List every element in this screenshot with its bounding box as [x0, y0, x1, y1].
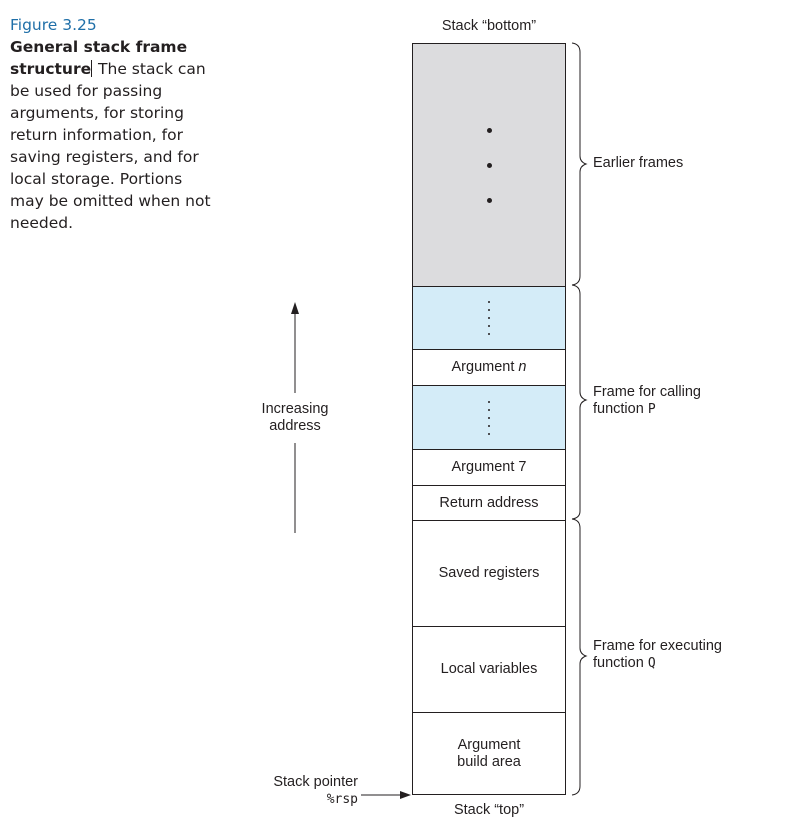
text-cursor [91, 60, 93, 77]
figure-number: Figure 3.25 [10, 16, 97, 34]
stack-pointer-text: Stack pointer [273, 774, 358, 790]
executing-frame-brace [571, 518, 588, 796]
local-variables-cell: Local variables [413, 626, 565, 712]
arrow-right-icon [400, 791, 411, 799]
stack-bottom-label: Stack “bottom” [441, 18, 537, 34]
executing-frame-text: Frame for executing function [593, 638, 722, 671]
return-address-cell: Return address [413, 485, 565, 520]
calling-function-name: P [647, 402, 656, 417]
calling-frame-brace [571, 284, 588, 520]
calling-frame-label: Frame for calling function P [593, 384, 733, 418]
stack-diagram: Argument n Argument 7 Return address Sav… [412, 43, 566, 795]
stack-pointer-label: Stack pointer %rsp [258, 774, 358, 808]
argument-7-cell: Argument 7 [413, 449, 565, 485]
ellipsis-dots-icon [488, 298, 490, 338]
executing-function-name: Q [647, 656, 656, 671]
earlier-frames-region [413, 44, 565, 286]
stack-top-label: Stack “top” [453, 802, 525, 818]
earlier-frames-label: Earlier frames [593, 155, 684, 171]
arguments-ellipsis-upper [413, 286, 565, 349]
argument-n-variable: n [518, 359, 527, 375]
figure-title-part2: structure [10, 60, 92, 78]
arrow-up-icon [291, 302, 299, 314]
ellipsis-dots-icon [488, 398, 490, 438]
argument-build-area-cell: Argument build area [413, 712, 565, 794]
calling-frame-text: Frame for calling function [593, 384, 701, 417]
increasing-address-label: Increasing address [261, 401, 329, 434]
saved-registers-cell: Saved registers [413, 520, 565, 626]
executing-frame-label: Frame for executing function Q [593, 638, 743, 672]
argument-n-prefix: Argument [451, 359, 519, 375]
figure-caption: Figure 3.25 General stack frame structur… [10, 14, 220, 234]
stack-pointer-register: %rsp [326, 792, 358, 807]
figure-caption-body: The stack can be used for passing argume… [10, 60, 211, 232]
ellipsis-dots-icon [486, 113, 492, 218]
earlier-frames-brace [571, 42, 588, 286]
arguments-ellipsis-lower [413, 385, 565, 449]
figure-title-part1: General stack frame [10, 38, 188, 56]
argument-n-cell: Argument n [413, 349, 565, 385]
